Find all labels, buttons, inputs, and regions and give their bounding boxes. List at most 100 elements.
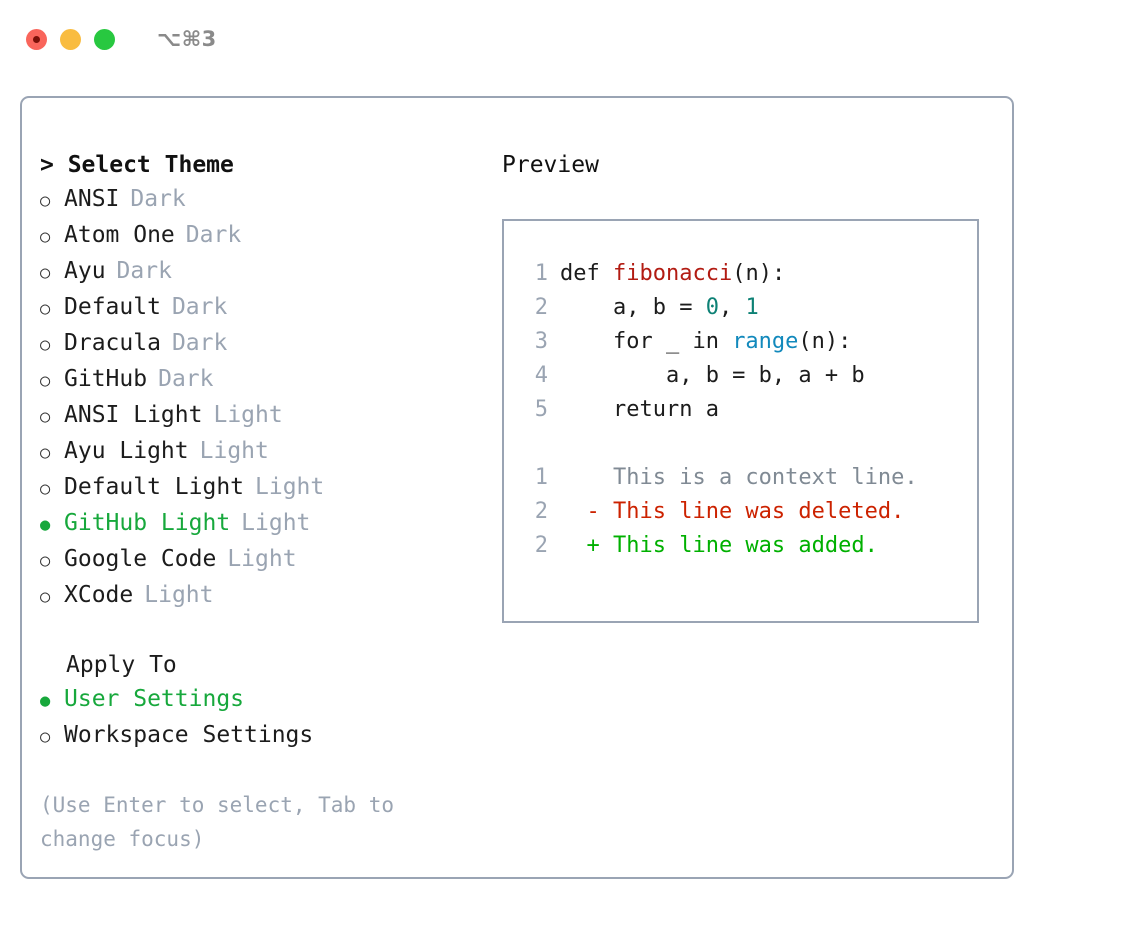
code-token: , (718, 295, 746, 320)
radio-unselected-icon: ○ (40, 371, 51, 391)
apply-to-option-label: Workspace Settings (64, 722, 314, 748)
diff-text: This is a context line. (560, 465, 918, 490)
code-line: 1 def fibonacci(n): (526, 257, 977, 291)
line-number: 2 (534, 533, 548, 558)
code-token: for _ in (560, 329, 733, 354)
theme-option-tag: Light (255, 474, 325, 500)
code-token: (n): (732, 261, 786, 286)
theme-option-tag: Dark (185, 222, 242, 248)
diff-text: + This line was added. (560, 533, 878, 558)
radio-unselected-icon: ○ (40, 727, 51, 747)
minimize-icon[interactable] (60, 28, 81, 50)
code-token: range (732, 329, 799, 354)
theme-option-label: XCode (64, 582, 134, 608)
theme-option-default[interactable]: ○ Default Dark (40, 290, 502, 326)
code-text: a, b = b, a + b (560, 359, 865, 393)
line-number: 1 (534, 261, 548, 286)
line-number: 4 (534, 363, 548, 388)
diff-line-del: 2 - This line was deleted. (526, 495, 977, 529)
radio-unselected-icon: ○ (40, 191, 51, 211)
theme-option-label: Google Code (64, 546, 217, 572)
theme-option-label: ANSI (64, 186, 120, 212)
keyboard-shortcut-label: ⌥⌘3 (157, 27, 217, 51)
code-text: for _ in range(n): (560, 325, 851, 359)
theme-option-ayu-light[interactable]: ○ Ayu Light Light (40, 434, 502, 470)
theme-option-tag: Dark (130, 186, 186, 212)
maximize-icon[interactable] (94, 28, 115, 50)
diff-text: - This line was deleted. (560, 499, 905, 524)
close-icon[interactable] (26, 28, 47, 50)
theme-option-tag: Light (227, 546, 297, 572)
window-controls (26, 28, 115, 50)
radio-unselected-icon: ○ (40, 443, 51, 463)
theme-option-ansi[interactable]: ○ ANSI Dark (40, 182, 502, 218)
theme-option-label: Ayu (64, 258, 106, 284)
title-bar: ⌥⌘3 (0, 0, 1140, 78)
preview-title: Preview (502, 152, 599, 178)
radio-unselected-icon: ○ (40, 227, 51, 247)
theme-option-label: ANSI Light (64, 402, 203, 428)
apply-to-option-label: User Settings (64, 686, 245, 712)
diff-line-add: 2 + This line was added. (526, 529, 977, 563)
code-line: 4 a, b = b, a + b (526, 359, 977, 393)
apply-to-option-user-settings[interactable]: ● User Settings (40, 682, 502, 718)
list-spacer (40, 614, 502, 648)
theme-option-tag: Dark (171, 294, 228, 320)
page-title: > Select Theme (40, 152, 234, 178)
line-number: 2 (534, 499, 548, 524)
code-token: 1 (745, 295, 759, 320)
theme-option-tag: Light (241, 510, 311, 536)
theme-option-dracula[interactable]: ○ Dracula Dark (40, 326, 502, 362)
theme-option-ayu[interactable]: ○ Ayu Dark (40, 254, 502, 290)
apply-to-list[interactable]: ● User Settings ○ Workspace Settings (40, 682, 502, 754)
code-line: 2 a, b = 0, 1 (526, 291, 977, 325)
keyboard-hint: (Use Enter to select, Tab to change focu… (40, 793, 407, 851)
theme-option-atom-one[interactable]: ○ Atom One Dark (40, 218, 502, 254)
theme-option-tag: Dark (116, 258, 172, 284)
code-token: return a (560, 397, 719, 422)
theme-option-default-light[interactable]: ○ Default Light Light (40, 470, 502, 506)
theme-option-tag: Dark (171, 330, 228, 356)
theme-option-ansi-light[interactable]: ○ ANSI Light Light (40, 398, 502, 434)
code-text: a, b = 0, 1 (560, 291, 759, 325)
radio-unselected-icon: ○ (40, 263, 51, 283)
theme-option-label: Atom One (64, 222, 175, 248)
code-text: return a (560, 393, 719, 427)
diff-line-ctx: 1 This is a context line. (526, 461, 977, 495)
apply-to-option-workspace-settings[interactable]: ○ Workspace Settings (40, 718, 502, 754)
radio-unselected-icon: ○ (40, 335, 51, 355)
code-token: fibonacci (612, 261, 733, 286)
theme-option-tag: Dark (158, 366, 214, 392)
radio-unselected-icon: ○ (40, 587, 51, 607)
theme-option-label: Ayu Light (64, 438, 189, 464)
code-token: a, b = (560, 295, 706, 320)
theme-option-xcode[interactable]: ○ XCode Light (40, 578, 502, 614)
code-token: 0 (705, 295, 719, 320)
apply-to-heading: Apply To (66, 652, 177, 678)
line-number: 1 (534, 465, 548, 490)
radio-selected-icon: ● (40, 691, 51, 711)
theme-option-tag: Light (213, 402, 283, 428)
theme-option-label: Default Light (64, 474, 245, 500)
theme-option-label: GitHub Light (64, 510, 231, 536)
radio-unselected-icon: ○ (40, 479, 51, 499)
theme-option-label: Dracula (64, 330, 161, 356)
theme-option-tag: Light (199, 438, 269, 464)
code-text: def fibonacci(n): (560, 257, 785, 291)
line-number: 5 (534, 397, 548, 422)
radio-unselected-icon: ○ (40, 407, 51, 427)
theme-option-label: Default (64, 294, 161, 320)
line-number: 3 (534, 329, 548, 354)
code-line: 3 for _ in range(n): (526, 325, 977, 359)
radio-unselected-icon: ○ (40, 299, 51, 319)
theme-option-tag: Light (144, 582, 214, 608)
code-token: a, b = b, a + b (560, 363, 865, 388)
